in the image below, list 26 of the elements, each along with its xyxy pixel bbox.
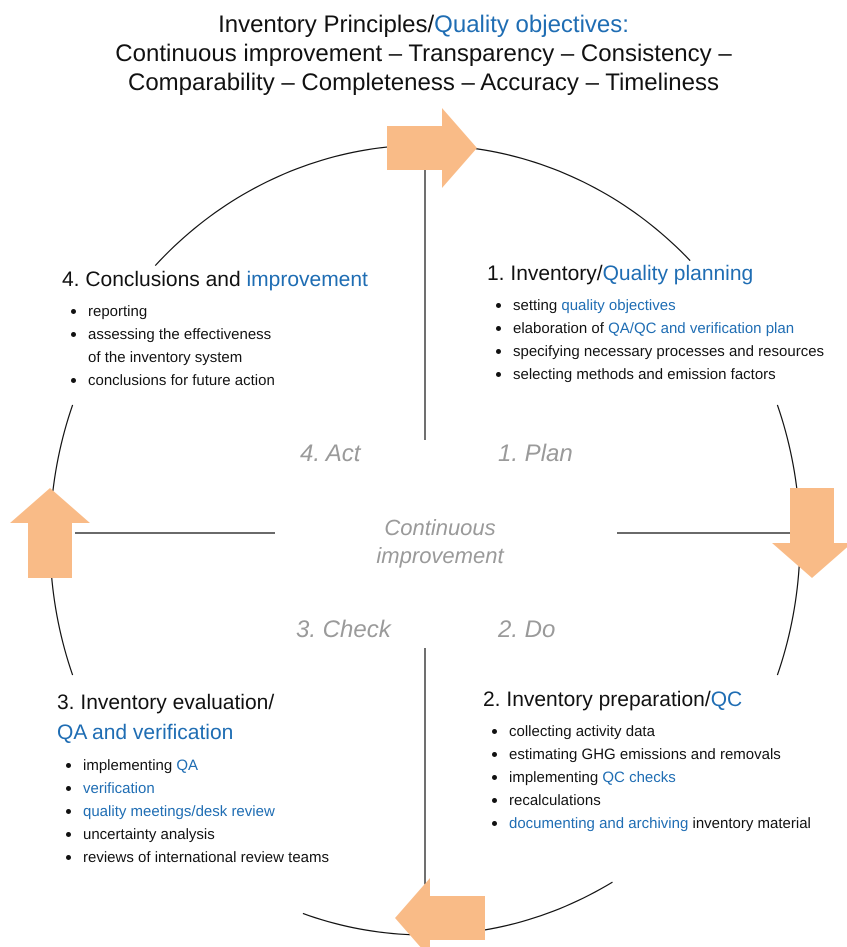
section-heading: 3. Inventory evaluation/ QA and verification [57,690,276,746]
bullet-item: implementing QA [83,754,330,777]
bullet-item: elaboration of QA/QC and verification plan [513,317,824,340]
bullet-item: collecting activity data [509,720,811,743]
phase-label: 4. Act [300,440,360,468]
bullet-item: uncertainty analysis [83,823,330,846]
bullet-item: verification [83,777,330,800]
title: Inventory Principles/Quality objectives: Continuous improvement – Transparency – Consistency – Comparability – Completeness – Accuracy – Timeliness [114,10,733,97]
bullet-item: estimating GHG emissions and removals [509,743,811,766]
section-heading: 1. Inventory/Quality planning [487,261,754,287]
bullet-item: recalculations [509,789,811,812]
bullet-item: reviews of international review teams [83,846,330,869]
center-label: Continuous improvement [375,514,506,570]
bullet-item: documenting and archiving inventory material [509,812,811,835]
section-heading: 4. Conclusions and improvement [62,267,368,293]
phase-label: 1. Plan [498,440,573,468]
bullet-item: quality meetings/desk review [83,800,330,823]
bullet-item: specifying necessary processes and resources [513,340,824,363]
bullet-item: implementing QC checks [509,766,811,789]
bullet-item: selecting methods and emission factors [513,363,824,386]
phase-label: 2. Do [498,616,556,644]
bullet-item: reporting [88,300,368,323]
bullet-item: conclusions for future action [88,369,368,392]
bullet-item: setting quality objectives [513,294,824,317]
section-heading: 2. Inventory preparation/QC [483,687,744,713]
phase-label: 3. Check [296,616,391,644]
